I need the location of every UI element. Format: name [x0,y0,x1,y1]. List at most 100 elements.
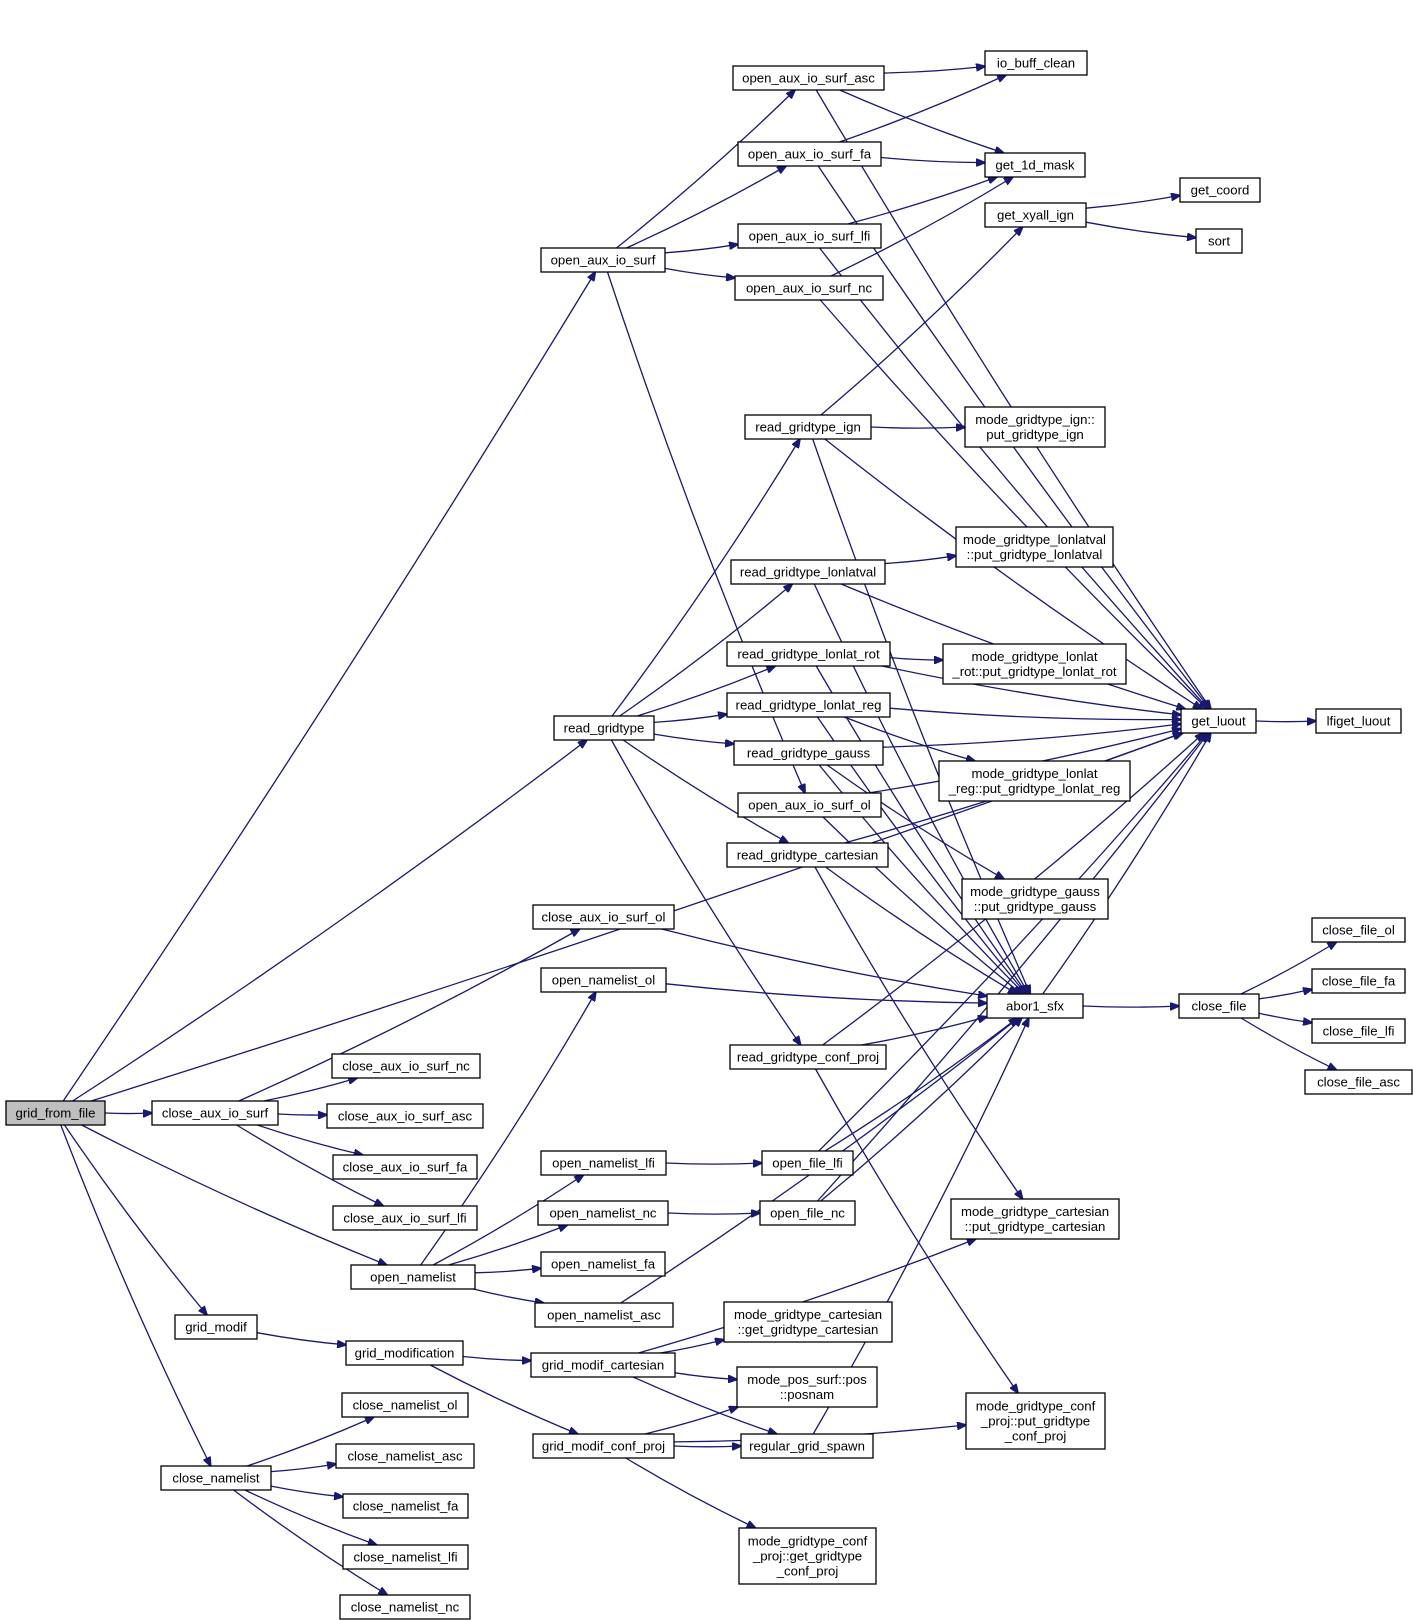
node-mode-pos-surf[interactable]: mode_pos_surf::pos::posnam [736,1366,878,1408]
edge-open_namelist_nc-to-open_file_nc [667,1213,760,1214]
node-close-file-ol[interactable]: close_file_ol [1311,917,1406,943]
node-grid-modif-cartesian[interactable]: grid_modif_cartesian [530,1352,676,1378]
node-close-aux-io-surf-lfi[interactable]: close_aux_io_surf_lfi [332,1205,478,1231]
edge-close_aux_io_surf-to-close_aux_io_surf_nc [263,1078,357,1102]
node-box [332,1154,478,1180]
node-mode-gridtype-lonlatval-put[interactable]: mode_gridtype_lonlatval::put_gridtype_lo… [955,526,1114,568]
edge-read_gridtype_lonlat_rot-to-mode_gridtype_lonlat_rot_put [889,658,943,660]
node-close-file[interactable]: close_file [1178,993,1260,1019]
node-read-gridtype[interactable]: read_gridtype [553,715,655,741]
node-lfiget-luout[interactable]: lfiget_luout [1315,708,1402,734]
node-read-gridtype-gauss[interactable]: read_gridtype_gauss [733,740,884,766]
node-box [1180,708,1257,734]
node-open-namelist[interactable]: open_namelist [350,1264,476,1290]
node-mode-gridtype-conf-proj-get[interactable]: mode_gridtype_conf_proj::get_gridtype_co… [738,1527,877,1585]
node-open-namelist-ol[interactable]: open_namelist_ol [540,967,667,993]
edge-open_aux_io_surf_lfi-to-get_luout [819,247,1209,709]
node-close-aux-io-surf[interactable]: close_aux_io_surf [151,1100,279,1126]
node-label: grid_modif_conf_proj [542,1439,665,1454]
node-read-gridtype-conf-proj[interactable]: read_gridtype_conf_proj [729,1044,887,1070]
node-close-namelist-lfi[interactable]: close_namelist_lfi [342,1544,469,1570]
node-close-aux-io-surf-nc[interactable]: close_aux_io_surf_nc [331,1053,481,1079]
node-label: close_namelist_asc [347,1449,462,1464]
node-open-aux-io-surf-ol[interactable]: open_aux_io_surf_ol [737,792,882,818]
node-mode-gridtype-lonlat-rot-put[interactable]: mode_gridtype_lonlat_rot::put_gridtype_l… [942,643,1127,685]
edge-read_gridtype_lonlat_reg-to-get_luout [889,707,1181,719]
node-open-aux-io-surf-asc[interactable]: open_aux_io_surf_asc [732,65,885,91]
edge-open_aux_io_surf-to-open_aux_io_surf_fa [626,166,786,249]
node-open-namelist-fa[interactable]: open_namelist_fa [540,1251,666,1277]
node-get-luout[interactable]: get_luout [1180,708,1257,734]
node-open-aux-io-surf-nc[interactable]: open_aux_io_surf_nc [734,275,884,301]
node-read-gridtype-lonlatval[interactable]: read_gridtype_lonlatval [730,559,886,585]
node-label: read_gridtype_conf_proj [737,1050,879,1065]
node-open-aux-io-surf-fa[interactable]: open_aux_io_surf_fa [737,141,882,167]
node-read-gridtype-cartesian[interactable]: read_gridtype_cartesian [726,842,889,868]
edge-read_gridtype_gauss-to-get_luout [882,724,1181,748]
node-open-file-nc[interactable]: open_file_nc [759,1200,856,1226]
node-label: close_namelist_fa [353,1499,459,1514]
node-label: mode_gridtype_lonlat [971,649,1097,664]
node-label: open_namelist_fa [551,1257,656,1272]
node-mode-gridtype-cartesian-put[interactable]: mode_gridtype_cartesian::put_gridtype_ca… [950,1198,1120,1240]
edge-read_gridtype_lonlatval-to-mode_gridtype_lonlatval_put [884,556,956,565]
node-close-file-lfi[interactable]: close_file_lfi [1311,1018,1406,1044]
node-get-xyall-ign[interactable]: get_xyall_ign [984,202,1087,228]
edge-grid_modif_conf_proj-to-mode_pos_surf [644,1407,738,1435]
node-close-namelist-asc[interactable]: close_namelist_asc [335,1443,475,1469]
node-label: close_namelist_ol [353,1398,458,1413]
edge-open_aux_io_surf_lfi-to-get_1d_mask [847,177,997,225]
node-close-namelist-ol[interactable]: close_namelist_ol [341,1392,469,1418]
node-mode-gridtype-conf-proj-put[interactable]: mode_gridtype_conf_proj::put_gridtype_co… [965,1392,1106,1450]
edge-close_aux_io_surf_ol-to-abor1_sfx [661,928,987,996]
node-sort[interactable]: sort [1195,228,1243,254]
node-read-gridtype-lonlat-rot[interactable]: read_gridtype_lonlat_rot [726,641,891,667]
node-open-aux-io-surf[interactable]: open_aux_io_surf [540,247,666,273]
node-close-aux-io-surf-fa[interactable]: close_aux_io_surf_fa [332,1154,478,1180]
node-mode-gridtype-ign-put[interactable]: mode_gridtype_ign::put_gridtype_ign [964,406,1106,448]
edge-get_luout-to-lfiget_luout [1255,721,1316,722]
node-mode-gridtype-cartesian-get[interactable]: mode_gridtype_cartesian::get_gridtype_ca… [723,1301,893,1343]
node-open-namelist-lfi[interactable]: open_namelist_lfi [540,1150,667,1176]
node-open-aux-io-surf-lfi[interactable]: open_aux_io_surf_lfi [737,223,882,249]
node-close-aux-io-surf-ol[interactable]: close_aux_io_surf_ol [532,904,675,930]
edge-open_aux_io_surf_fa-to-io_buff_clean [839,75,1006,143]
node-mode-gridtype-gauss-put[interactable]: mode_gridtype_gauss::put_gridtype_gauss [961,878,1109,920]
node-open-file-lfi[interactable]: open_file_lfi [761,1150,854,1176]
node-grid-modif-conf-proj[interactable]: grid_modif_conf_proj [532,1433,675,1459]
node-close-namelist-nc[interactable]: close_namelist_nc [339,1594,471,1620]
node-close-aux-io-surf-asc[interactable]: close_aux_io_surf_asc [326,1103,484,1129]
node-grid-from-file[interactable]: grid_from_file [5,1100,106,1126]
node-close-namelist-fa[interactable]: close_namelist_fa [342,1493,469,1519]
node-get-1d-mask[interactable]: get_1d_mask [984,152,1086,178]
node-box [734,275,884,301]
node-box [537,1200,669,1226]
node-mode-gridtype-lonlat-reg-put[interactable]: mode_gridtype_lonlat_reg::put_gridtype_l… [938,760,1131,802]
node-label: regular_grid_spawn [749,1439,865,1454]
node-read-gridtype-lonlat-reg[interactable]: read_gridtype_lonlat_reg [726,692,891,718]
node-box [938,760,1131,802]
edge-read_gridtype-to-read_gridtype_lonlat_reg [653,714,727,724]
node-io-buff-clean[interactable]: io_buff_clean [984,50,1088,76]
node-read-gridtype-ign[interactable]: read_gridtype_ign [744,414,872,440]
node-open-namelist-asc[interactable]: open_namelist_asc [534,1302,674,1328]
node-close-file-fa[interactable]: close_file_fa [1311,968,1406,994]
node-label: mode_gridtype_ign:: [975,412,1095,427]
node-get-coord[interactable]: get_coord [1179,177,1261,203]
node-open-namelist-nc[interactable]: open_namelist_nc [537,1200,669,1226]
node-box [955,526,1114,568]
node-close-file-asc[interactable]: close_file_asc [1304,1069,1413,1095]
node-regular-grid-spawn[interactable]: regular_grid_spawn [740,1433,874,1459]
node-box [759,1200,856,1226]
node-close-namelist[interactable]: close_namelist [160,1465,272,1491]
edge-grid_from_file-to-close_aux_io_surf [104,1113,152,1114]
node-grid-modif[interactable]: grid_modif [174,1314,258,1340]
node-label: close_namelist_nc [351,1600,460,1615]
node-abor1-sfx[interactable]: abor1_sfx [986,993,1084,1019]
node-grid-modification[interactable]: grid_modification [345,1340,464,1366]
edge-open_aux_io_surf-to-open_aux_io_surf_lfi [664,244,738,254]
node-label: get_xyall_ign [997,208,1074,223]
node-label: read_gridtype_cartesian [737,848,879,863]
edge-open_file_lfi-to-abor1_sfx [824,1018,1018,1152]
edge-close_namelist-to-close_namelist_nc [233,1489,388,1595]
